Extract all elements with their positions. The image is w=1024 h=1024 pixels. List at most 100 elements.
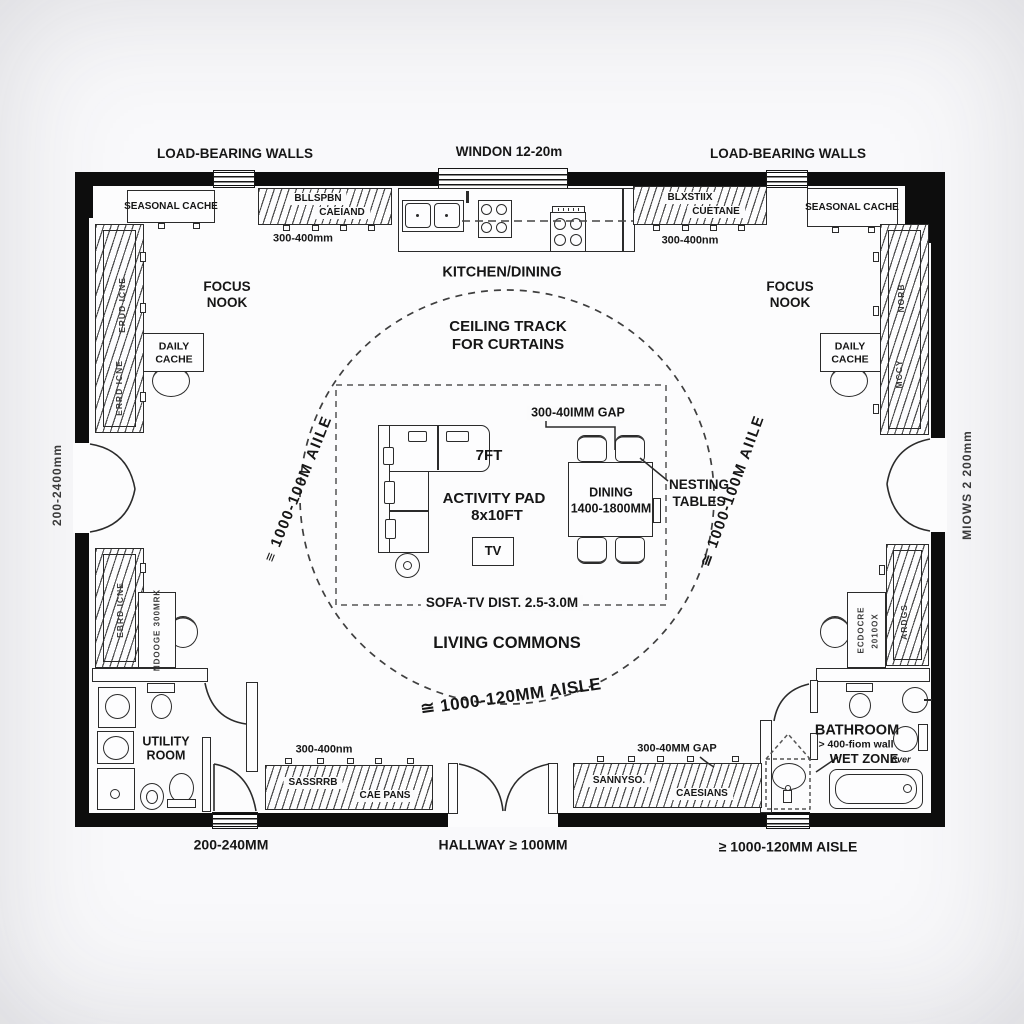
label-daily-cache-right: CACHE xyxy=(831,353,869,366)
label-dining: DINING xyxy=(589,485,633,500)
label-nesting-tables: TABLES xyxy=(672,493,726,509)
window-top-right xyxy=(766,170,808,188)
label-wet-zone: WET ZONE xyxy=(829,751,899,767)
wardrobe-handle xyxy=(873,404,879,414)
cabinet-foot xyxy=(285,758,292,764)
wet-zone-leader-line xyxy=(815,756,839,773)
door-arc xyxy=(886,438,931,485)
cabinet-foot xyxy=(193,223,200,229)
bathroom-stub-upper xyxy=(810,680,818,713)
label-daily-cache-right: DAILY xyxy=(834,340,866,353)
label-focus-nook-left: NOOK xyxy=(206,294,248,310)
side-table-center xyxy=(403,561,412,570)
label-activity-pad: 8x10FT xyxy=(471,507,523,524)
label-load-bearing-left: LOAD-BEARING WALLS xyxy=(157,145,313,161)
sofa-pillow xyxy=(408,431,427,442)
wardrobe-inner xyxy=(103,554,136,662)
label-nesting-tables: NESTING xyxy=(668,476,730,492)
seasonal-cache-right xyxy=(807,188,898,227)
sofa-seam xyxy=(437,426,439,470)
label-aisle-bottom-outer: ≥ 1000-120MM AISLE xyxy=(718,838,858,855)
cabinet-foot xyxy=(868,227,875,233)
cabinet-foot xyxy=(732,756,739,762)
label-ceiling-track: FOR CURTAINS xyxy=(451,336,565,353)
label-door-dim: 200-240MM xyxy=(193,836,269,853)
door-opening-right xyxy=(929,438,947,532)
threshold-bottom-right xyxy=(766,812,810,829)
toilet-tank xyxy=(846,683,873,692)
washer-drum xyxy=(110,789,120,799)
door-opening-left xyxy=(73,443,90,533)
cabinet-foot xyxy=(710,225,717,231)
wardrobe-handle xyxy=(140,392,146,402)
label-kitchen-dining: KITCHEN/DINING xyxy=(442,264,562,281)
desk-text: 2010OX xyxy=(870,613,880,649)
wardrobe-text: EBRD ICNE xyxy=(115,582,125,638)
bathroom-sink xyxy=(902,687,928,713)
wardrobe-text: NORB xyxy=(896,283,906,313)
burner xyxy=(496,204,507,215)
dining-chair xyxy=(615,537,645,564)
label-bathroom: BATHROOM xyxy=(814,722,900,739)
nesting-leader-line xyxy=(639,457,669,482)
wardrobe-inner xyxy=(103,230,136,427)
label-cabinet-text: CAE PANS xyxy=(354,790,416,802)
label-focus-nook-right: FOCUS xyxy=(766,278,814,294)
cabinet-foot xyxy=(628,756,635,762)
wardrobe-handle xyxy=(879,565,885,575)
gap-leader-line xyxy=(545,421,616,450)
label-right-wall-dim: MIOWS 2 200mm xyxy=(960,430,974,540)
desk-left-lower xyxy=(138,592,176,668)
cabinet-foot xyxy=(653,225,660,231)
door-post-bottom-left xyxy=(448,763,458,814)
label-cabinet-dim: 300-400nm xyxy=(295,743,353,756)
bathtub-drain xyxy=(903,784,912,793)
toilet-tank xyxy=(147,683,175,693)
cabinet-foot xyxy=(832,227,839,233)
label-cabinet-text: CAESIANS xyxy=(671,788,733,800)
label-cabinet-text: CUETANE xyxy=(687,206,745,218)
washer-drum xyxy=(105,694,130,719)
label-bathroom-note: > 400-fiom wall xyxy=(818,738,894,751)
sofa-cushion xyxy=(385,519,396,539)
sofa-top-arm xyxy=(389,425,490,472)
wardrobe-handle xyxy=(140,303,146,313)
door-arc xyxy=(458,763,504,812)
cabinet-foot xyxy=(687,756,694,762)
label-daily-cache-left: CACHE xyxy=(155,353,193,366)
tv-unit xyxy=(472,537,514,566)
wardrobe-text: ERUD ICNE xyxy=(117,277,127,333)
wardrobe-handle xyxy=(140,252,146,262)
wardrobe-text: ARDGS xyxy=(899,604,909,640)
sink-drain xyxy=(416,214,419,217)
shower-head xyxy=(785,785,791,791)
label-cabinet-dim: 300-400mm xyxy=(273,232,333,245)
sofa-cushion xyxy=(384,481,395,504)
door-arc xyxy=(89,443,136,490)
desk-chair xyxy=(820,616,850,648)
label-gap: 300-40IMM GAP xyxy=(526,405,630,421)
bidet-bowl xyxy=(169,773,194,803)
cabinet-foot xyxy=(317,758,324,764)
gap-leader-line xyxy=(699,756,715,768)
nesting-side-table xyxy=(653,498,661,523)
wardrobe-inner xyxy=(893,550,922,660)
wardrobe-handle xyxy=(140,563,146,573)
label-left-wall-dim: 200-2400mm xyxy=(50,443,64,527)
burner xyxy=(570,234,582,246)
cabinet-foot xyxy=(407,758,414,764)
label-ceiling-track: CEILING TRACK xyxy=(449,318,567,335)
label-cabinet-text: CAEIAND xyxy=(314,207,370,219)
cabinet-foot xyxy=(340,225,347,231)
sink-basin xyxy=(103,736,129,760)
wardrobe-text: ERRD ICNE xyxy=(114,360,124,416)
label-cabinet-dim: 300-40MM GAP xyxy=(637,742,717,755)
sofa-left-arm xyxy=(389,471,429,553)
daily-cache-left xyxy=(143,333,204,372)
label-wet-zone-note: ßver xyxy=(891,754,911,765)
label-seasonal-cache-right: SEASONAL CACHE xyxy=(805,202,899,213)
label-hallway: HALLWAY ≥ 100MM xyxy=(438,836,568,853)
label-cabinet-text: SANNYSO. xyxy=(587,775,651,787)
burner xyxy=(496,222,507,233)
